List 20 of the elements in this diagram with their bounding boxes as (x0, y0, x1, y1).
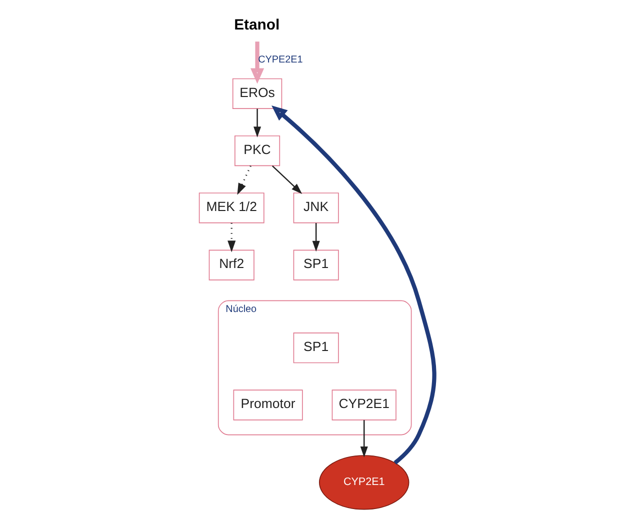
node-box: SP1 (293, 250, 339, 280)
arrow (228, 223, 236, 252)
arrow (272, 105, 436, 464)
arrow (272, 165, 302, 194)
arrow (312, 223, 320, 252)
arrow (250, 42, 264, 84)
arrow (237, 166, 252, 195)
node-box: MEK 1/2 (198, 192, 264, 224)
node-box: Promotor (233, 390, 303, 420)
node-box: PKC (234, 135, 280, 166)
node-box: JNK (293, 192, 339, 224)
node-text: Etanol (234, 17, 280, 34)
node-box: Nrf2 (208, 250, 254, 280)
node-box: EROs (232, 78, 282, 109)
node-ellipse: CYP2E1 (318, 455, 410, 510)
arrow (254, 108, 262, 138)
node-box: CYP2E1 (332, 390, 396, 420)
arrow (360, 420, 368, 458)
node-box: SP1 (293, 332, 339, 364)
edge-label: CYPE2E1 (258, 54, 303, 66)
